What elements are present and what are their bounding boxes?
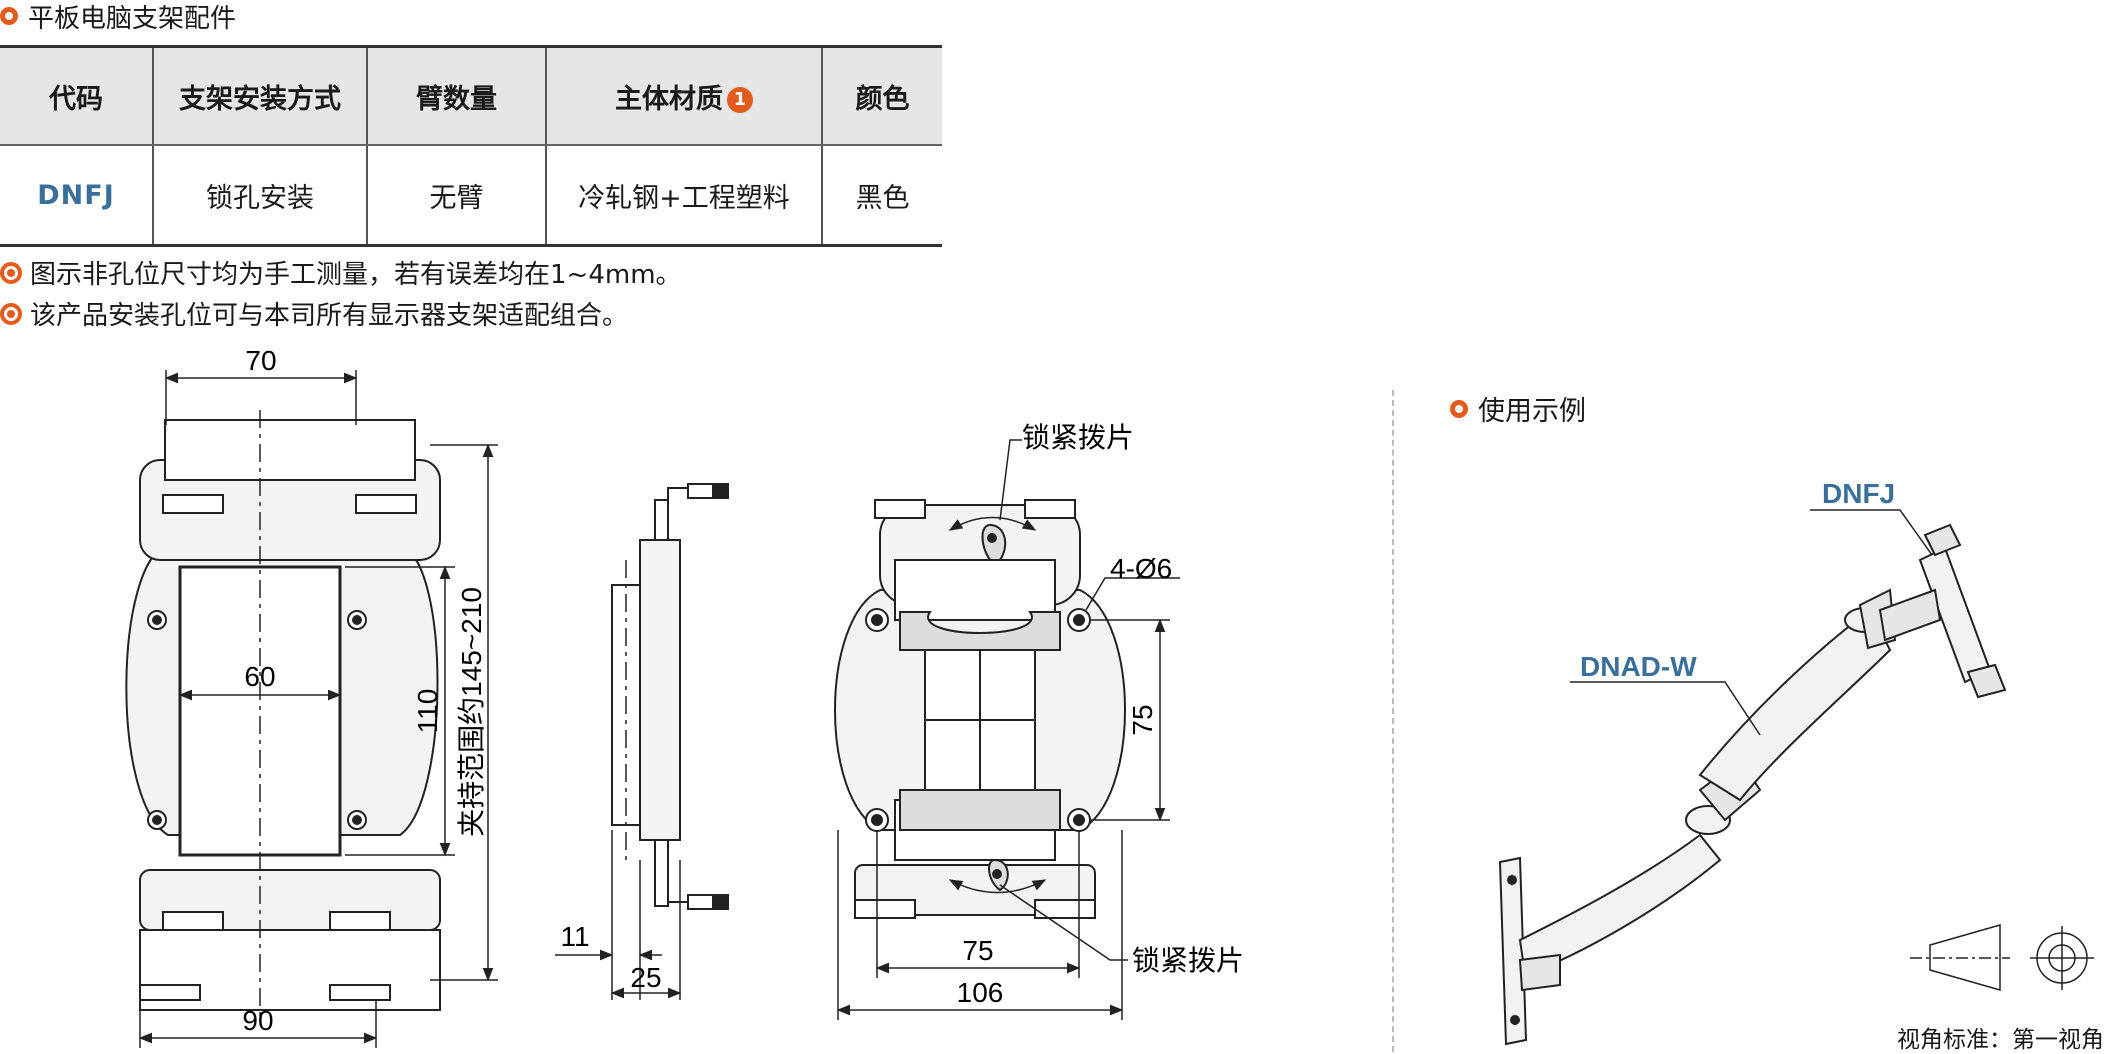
dim-back-75v: 75 [1127,704,1158,735]
cell-mount: 锁孔安装 [152,145,367,247]
first-angle-projection-icon [1910,924,2094,991]
label-holes: 4-Ø6 [1110,553,1172,584]
label-lock-top: 锁紧拨片 [1022,422,1134,453]
side-dimensions [555,830,682,1000]
note-badge-icon: 1 [727,87,753,113]
dim-side-11: 11 [560,921,589,952]
label-lock-bottom: 锁紧拨片 [1132,945,1244,976]
section-divider [1392,390,1394,1052]
usage-leaders [1570,509,1933,736]
table-row: DNFJ 锁孔安装 无臂 冷轧钢+工程塑料 黑色 [0,145,942,247]
side-view [611,483,729,910]
dim-back-106: 106 [957,977,1004,1008]
col-header-code: 代码 [0,45,153,146]
dim-back-75h: 75 [962,935,993,966]
usage-title: 使用示例 [1450,389,1586,428]
ring-bullet-icon [1450,399,1468,418]
cell-material: 冷轧钢+工程塑料 [545,145,822,247]
projection-caption: 视角标准：第一视角 [1897,1027,2104,1053]
col-header-color: 颜色 [821,45,942,146]
section-title-text: 平板电脑支架配件 [28,3,237,34]
note-1: 图示非孔位尺寸均为手工测量，若有误差均在1~4mm。 [0,254,682,291]
note-2: 该产品安装孔位可与本司所有显示器支架适配组合。 [0,295,628,332]
back-dimensions [836,439,1180,1020]
back-view [834,499,1126,919]
cell-code: DNFJ [0,145,153,247]
dim-side-25: 25 [630,962,661,993]
cell-color: 黑色 [821,145,942,247]
usage-illustration [1498,523,2007,1046]
dim-height-110: 110 [412,689,443,734]
dot-bullet-icon [0,261,22,284]
ring-bullet-icon [0,7,18,25]
col-header-mount: 支架安装方式 [152,45,367,146]
dim-top-70: 70 [245,345,276,376]
col-header-arms: 臂数量 [366,45,546,146]
section-title: 平板电脑支架配件 [0,0,237,34]
label-arm: DNAD-W [1580,651,1697,682]
dim-clamp-range: 夹持范围约145~210 [456,587,487,837]
label-dnfj: DNFJ [1822,478,1895,509]
front-dimensions [138,370,498,1048]
cell-arms: 无臂 [366,145,546,247]
front-view [125,410,441,1020]
dot-bullet-icon [0,302,22,325]
dim-bottom-90: 90 [242,1005,273,1036]
dim-inner-60: 60 [244,661,275,692]
